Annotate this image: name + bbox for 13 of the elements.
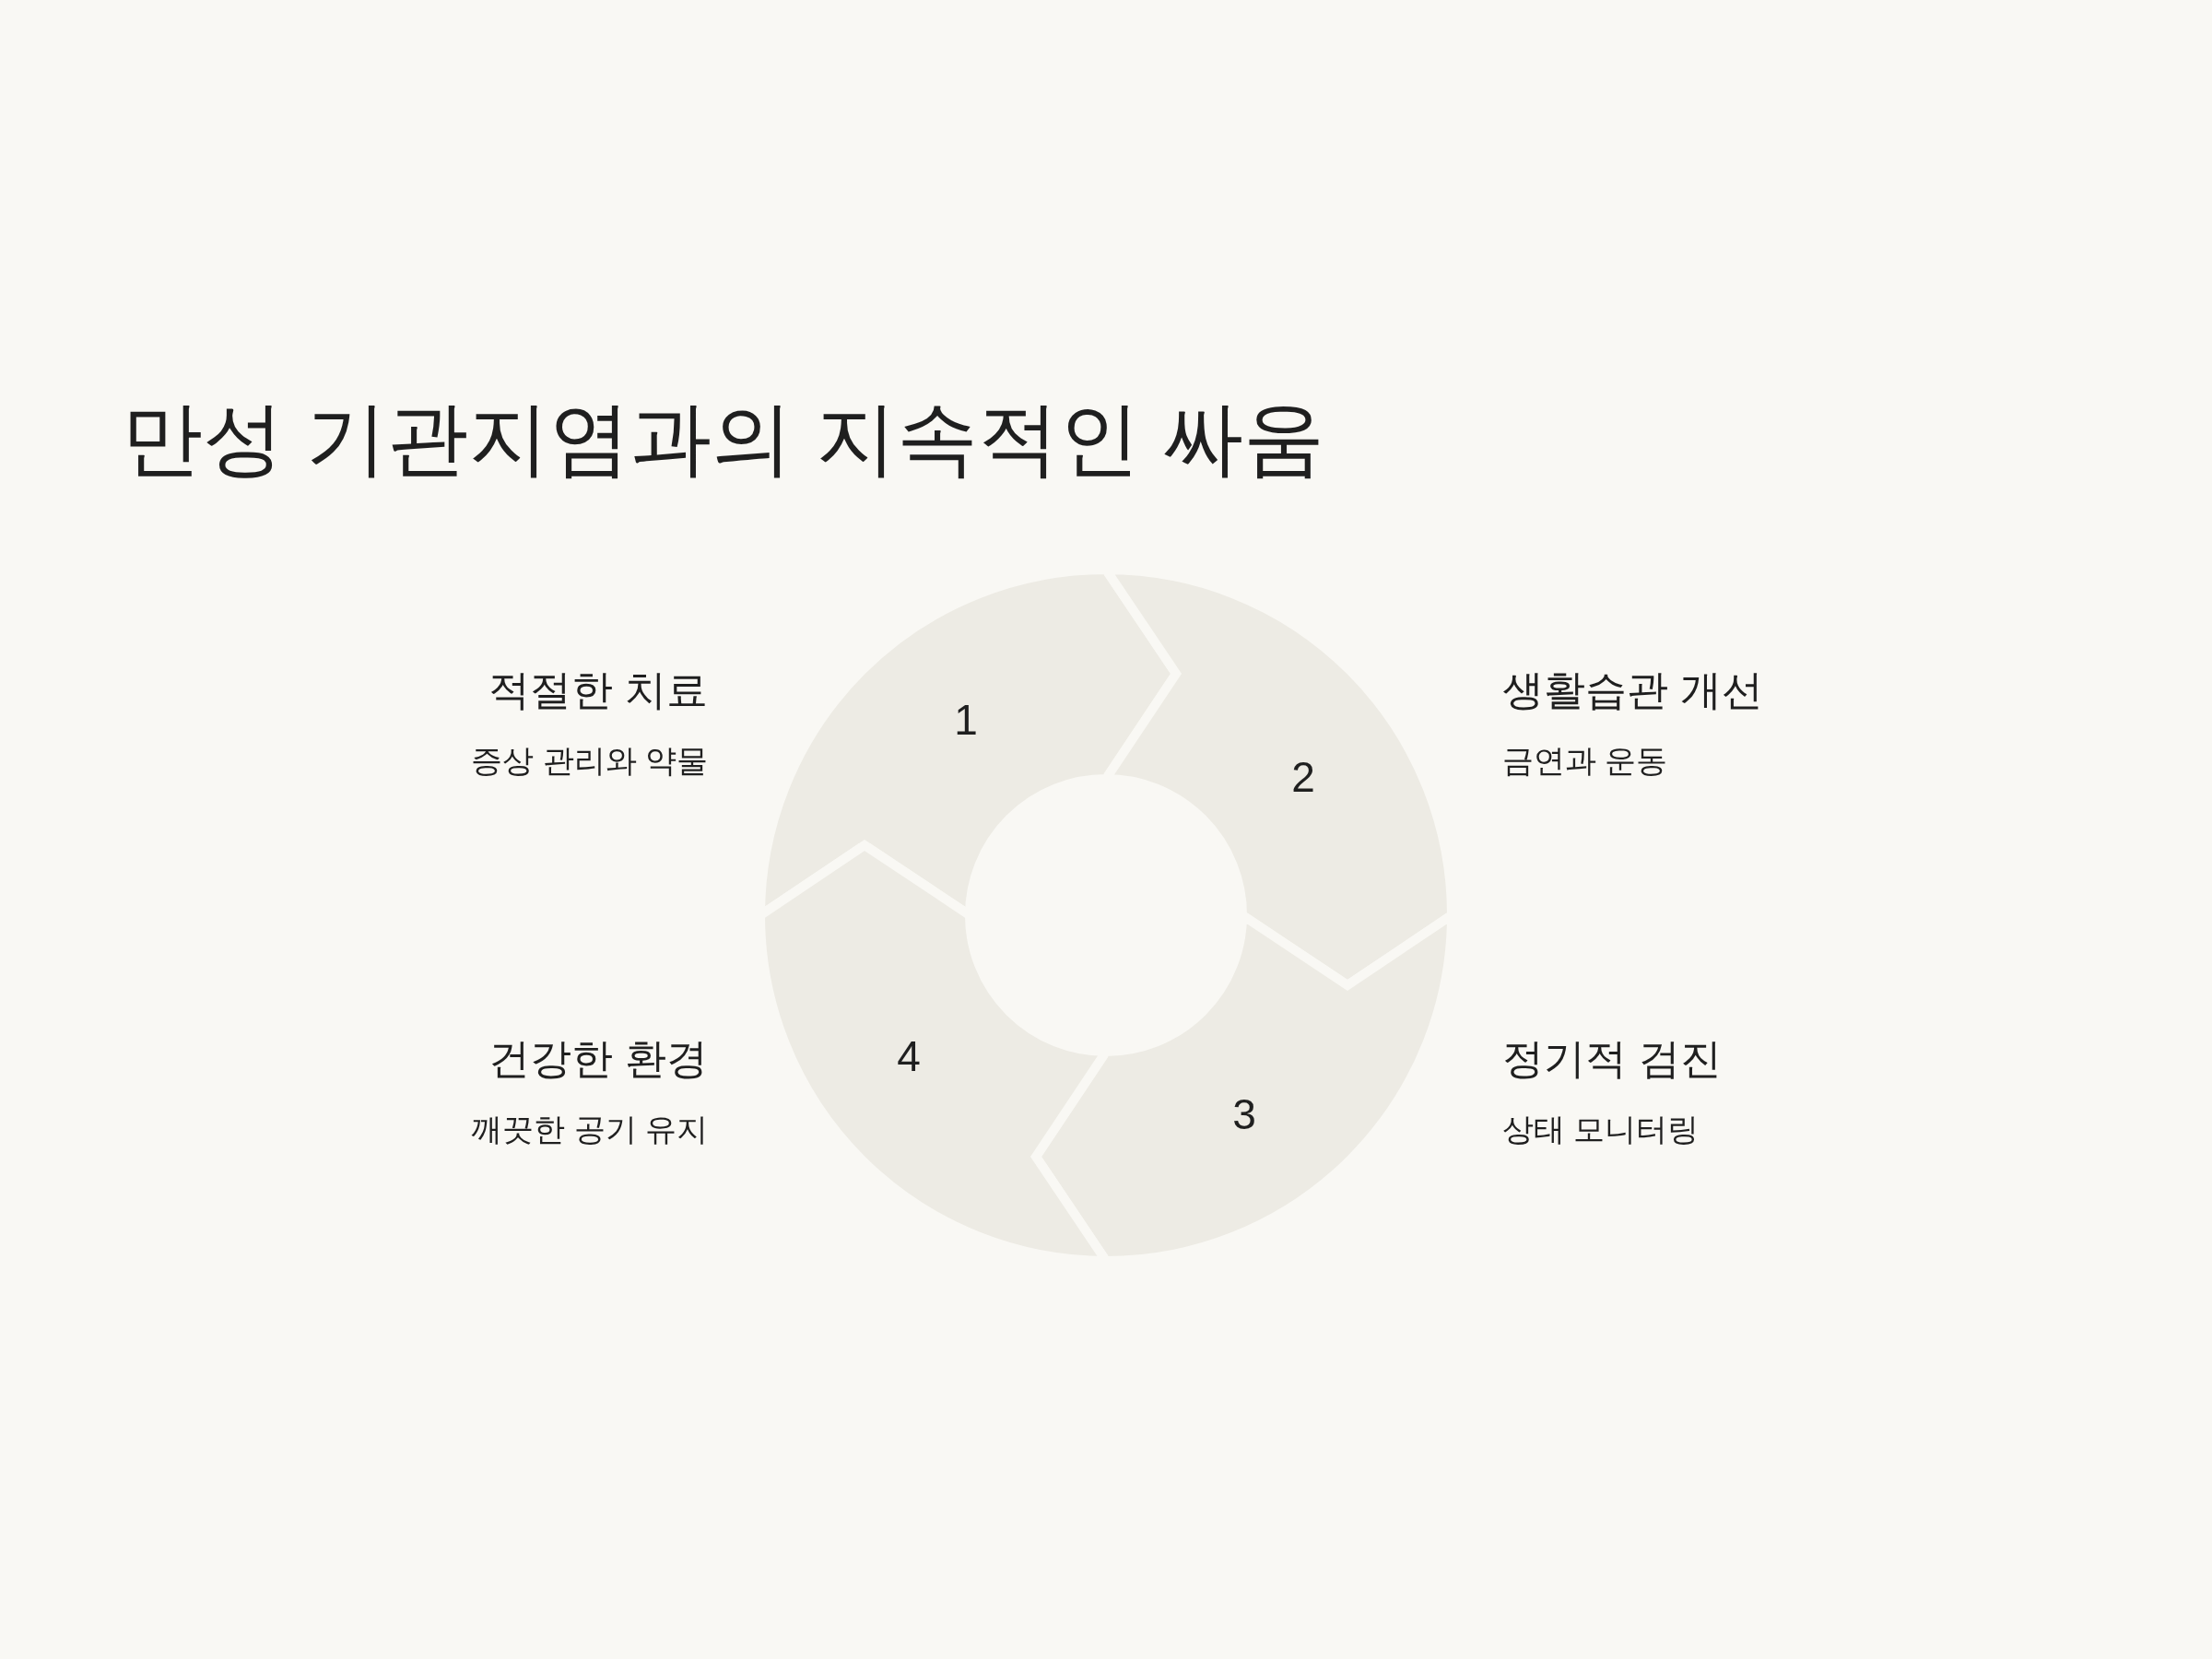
- step-heading: 적절한 치료: [488, 665, 708, 715]
- step-heading: 건강한 환경: [488, 1034, 708, 1084]
- step-heading: 정기적 검진: [1502, 1034, 1722, 1084]
- step-number: 3: [1232, 1093, 1256, 1135]
- step-number: 2: [1291, 756, 1315, 798]
- step-description: 금연과 운동: [1502, 742, 1668, 780]
- title: 만성 기관지염과의 지속적인 싸움: [122, 392, 1325, 486]
- step-description: 증상 관리와 약물: [471, 742, 708, 780]
- step-description: 깨끗한 공기 유지: [471, 1111, 708, 1148]
- step-description: 상태 모니터링: [1502, 1111, 1700, 1148]
- step-heading: 생활습관 개선: [1502, 665, 1763, 715]
- step-number: 4: [897, 1035, 921, 1077]
- step-number: 1: [954, 699, 978, 741]
